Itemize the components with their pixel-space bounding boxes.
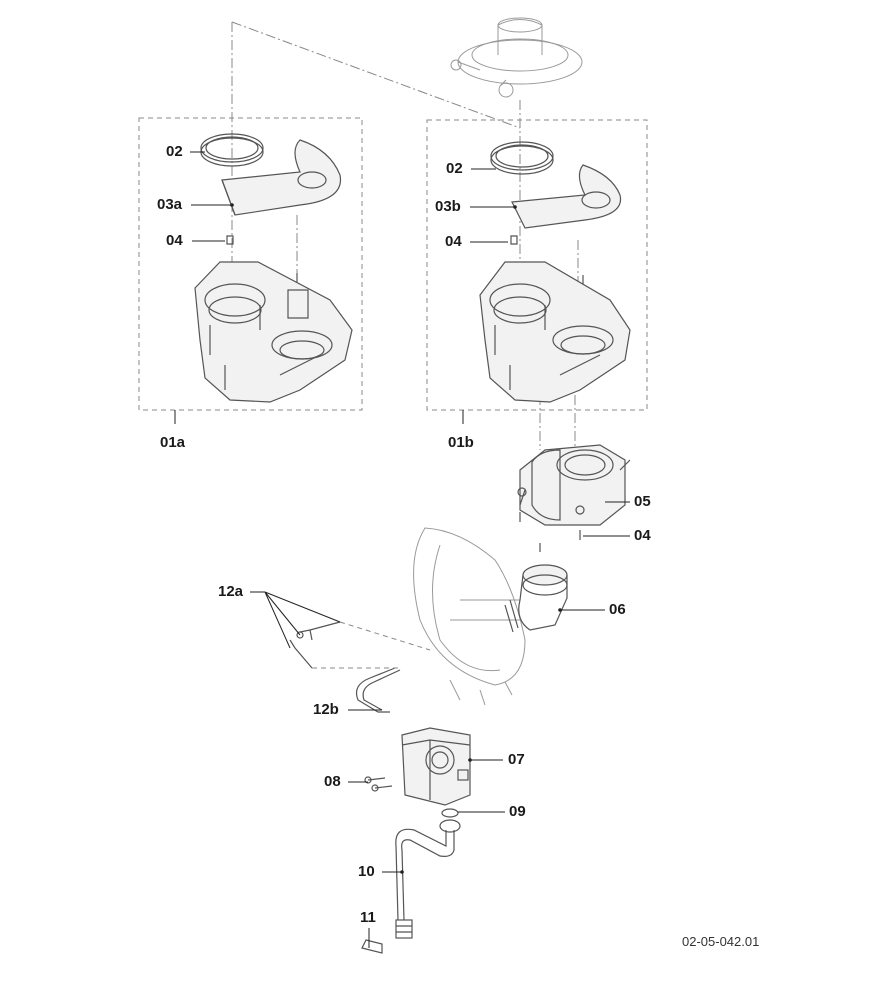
label-02-right: 02: [446, 160, 463, 177]
gas-pipe-12b: [355, 667, 401, 713]
cover-plate-03a: [221, 139, 342, 216]
label-01a: 01a: [160, 434, 186, 451]
pipe-guide-lines: [312, 621, 431, 669]
label-01b: 01b: [448, 434, 474, 451]
label-03a: 03a: [157, 196, 183, 213]
housing-01b: [479, 261, 631, 403]
label-06: 06: [609, 601, 626, 618]
guide-line-fan: [539, 395, 576, 450]
label-10: 10: [358, 863, 375, 880]
label-04-right: 04: [445, 233, 462, 250]
label-08: 08: [324, 773, 341, 790]
housing-01a: [194, 261, 353, 403]
screws-04-fan: [519, 512, 581, 552]
leader-lines: [174, 151, 630, 948]
label-02-left: 02: [166, 143, 183, 160]
label-04-left: 04: [166, 232, 183, 249]
gas-valve-07: [401, 727, 471, 806]
screws-08: [364, 776, 393, 792]
label-04-fan: 04: [634, 527, 651, 544]
label-05: 05: [634, 493, 651, 510]
label-03b: 03b: [435, 198, 461, 215]
seal-ring-02-right: [490, 141, 554, 175]
fan-05: [517, 444, 631, 526]
label-12a: 12a: [218, 583, 244, 600]
seal-09: [439, 808, 461, 833]
screw-04-right: [510, 235, 584, 284]
cover-plate-03b: [511, 164, 622, 229]
label-11: 11: [360, 909, 376, 926]
label-12b: 12b: [313, 701, 339, 718]
clip-11: [361, 939, 383, 954]
drawing-reference: 02-05-042.01: [682, 934, 760, 949]
gas-pipe-10: [395, 828, 455, 939]
group-box-01b: [426, 119, 648, 411]
screw-04-left: [226, 235, 298, 282]
elbow-06: [504, 564, 568, 633]
label-07: 07: [508, 751, 525, 768]
gas-pipe-12a: [289, 621, 341, 669]
guide-line-diagonal: [231, 21, 521, 129]
label-09: 09: [509, 803, 526, 820]
group-box-01a: [138, 117, 363, 411]
flue-adapter: [450, 17, 583, 98]
